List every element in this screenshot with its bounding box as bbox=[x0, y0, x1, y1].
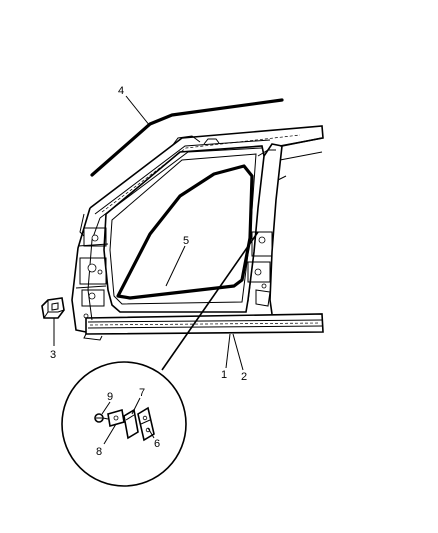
bracket-part[interactable] bbox=[41, 297, 65, 319]
callout-4: 4 bbox=[118, 85, 124, 97]
body-side-aperture[interactable] bbox=[71, 125, 324, 341]
callout-1: 1 bbox=[221, 369, 227, 381]
callout-8: 8 bbox=[96, 446, 102, 458]
leader-lines bbox=[53, 95, 244, 445]
weatherstrip-door-opening[interactable] bbox=[116, 164, 254, 300]
shim-part[interactable] bbox=[123, 408, 139, 440]
screw-part[interactable] bbox=[94, 413, 109, 423]
callout-3: 3 bbox=[50, 349, 56, 361]
detail-circle bbox=[61, 361, 187, 487]
striker-plate-part[interactable] bbox=[137, 406, 155, 442]
striker-part[interactable] bbox=[107, 408, 125, 428]
weatherstrip-roof-rail[interactable] bbox=[90, 98, 284, 177]
zoom-leader-line bbox=[161, 231, 259, 371]
callout-9: 9 bbox=[107, 391, 113, 403]
callout-6: 6 bbox=[154, 438, 160, 450]
callout-2: 2 bbox=[241, 371, 247, 383]
callout-5: 5 bbox=[183, 235, 189, 247]
callout-7: 7 bbox=[139, 387, 145, 399]
